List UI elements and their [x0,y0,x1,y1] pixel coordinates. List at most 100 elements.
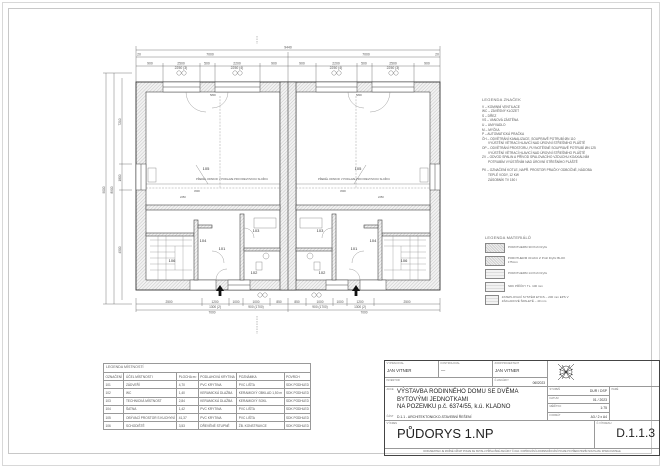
drawing-number: D.1.1.3 [616,426,655,440]
svg-text:5800: 5800 [210,93,216,97]
material-swatch [485,281,505,292]
svg-text:900 (1700): 900 (1700) [312,305,327,309]
material-swatch [485,242,505,253]
svg-text:2250 (3): 2250 (3) [175,66,188,70]
svg-text:2500: 2500 [403,300,410,304]
tb-meritko: MĚŘÍTKO 1:75 [548,404,610,413]
legend-materials-title: LEGENDA MATERIÁLŮ [485,235,532,240]
legend-item: V – KOMINNÍ VENTILACE [482,104,520,109]
svg-text:1000: 1000 [336,300,343,304]
tb-north-arrow-cell [548,361,659,387]
svg-text:900: 900 [271,62,277,66]
left-dimensions [103,72,132,305]
room-104-right: 104 [370,238,377,243]
svg-text:7000: 7000 [360,311,367,315]
room-105-right: 105 [355,166,362,171]
svg-text:1800: 1800 [118,174,122,181]
room-106-left: 106 [169,258,176,263]
material-swatch [485,268,505,279]
svg-text:2200: 2200 [233,62,241,66]
svg-text:1200: 1200 [356,300,363,304]
project-title: VÝSTAVBA RODINNÉHO DOMU SE DVĚMA BYTOVÝM… [397,389,519,411]
svg-text:1000: 1000 [232,300,239,304]
svg-text:2250: 2250 [180,195,186,199]
svg-text:7210: 7210 [118,118,122,125]
svg-text:2500: 2500 [389,62,397,66]
legend-item: M – MYČKA [482,127,500,132]
legend-item: U – UMYVADLO [482,122,506,127]
svg-text:850: 850 [276,300,282,304]
sheet-border-inner [8,8,652,454]
entry-arrow-icon [216,285,360,296]
material-row: ZATEPLOVACÍ SYSTÉM ETICS – 200 mm EPS V … [485,294,575,305]
tb-stupen: STUPEŇ DUR / DSP [548,387,610,396]
svg-text:PŘEDĚL ODSKOK V PODLAZE PRO KR: PŘEDĚL ODSKOK V PODLAZE PRO KREVOVKOU SL… [318,176,390,181]
legend-item: TEPLÉ VODY, 12 KW [488,172,519,177]
tb-drawing-number: Č.VÝKRESU D.1.1.3 [595,421,659,449]
svg-text:900: 900 [147,62,153,66]
legend-materials: LEGENDA MATERIÁLŮ POROTHERM 30 Profi Dry… [485,235,575,308]
title-block: VYPRACOVAL JAN VITNER KONTROLOVAL — ZODP… [384,360,660,456]
legend-item: VS – VANOVÁ ZÁSTĚNA [482,118,519,123]
room-104-left: 104 [200,238,207,243]
room-103-right: 103 [317,228,324,233]
legend-symbols: LEGENDA ZNAČEK V – KOMINNÍ VENTILACE WC … [482,97,596,182]
drawing-name: PŮDORYS 1.NP [397,426,494,441]
room-103-left: 103 [253,228,260,233]
tb-pare: PARÉ [610,387,659,421]
tb-investor: INVESTOR [385,378,493,387]
svg-text:8900: 8900 [110,186,114,193]
north-arrow-icon [557,363,575,381]
legend-item: S – DŘEZ [482,113,497,118]
tb-vypracoval: VYPRACOVAL JAN VITNER [385,361,439,378]
svg-text:4500: 4500 [118,246,122,253]
svg-text:2200: 2200 [332,62,340,66]
interior-right [295,91,431,281]
svg-text:4500: 4500 [340,189,346,193]
svg-text:7000: 7000 [208,311,215,315]
svg-text:20: 20 [435,53,439,57]
svg-text:2500: 2500 [165,300,172,304]
room-106-right: 106 [401,258,408,263]
material-row: POROTHERM 14 Profi Dryfix [485,268,575,279]
svg-text:9000: 9000 [102,186,106,193]
svg-text:1200: 1200 [211,300,218,304]
svg-text:1300 (2): 1300 (2) [209,305,221,309]
svg-text:900: 900 [299,62,305,66]
svg-text:5800: 5800 [356,93,362,97]
tb-vykres: VÝKRES PŮDORYS 1.NP [385,421,595,449]
tb-footer-note: DOKUMENTACI JE MOŽNÉ UŽÍVAT POUZE KE SMY… [385,448,659,455]
svg-text:2250 (4): 2250 (4) [330,66,343,70]
legend-symbols-title: LEGENDA ZNAČEK [482,97,522,102]
svg-text:20: 20 [137,53,141,57]
material-row: POROTHERM 30 Profi Dryfix [485,242,575,253]
svg-text:2500: 2500 [177,62,185,66]
interior-left [145,91,281,281]
legend-item: P – AUTOMATICKÁ PRAČKA [482,132,525,137]
svg-text:9440: 9440 [284,46,292,50]
tb-zakazka: Č.ZAKÁZKY 0602023 [493,378,548,387]
room-101-right: 101 [351,246,358,251]
svg-text:850: 850 [294,300,300,304]
svg-text:4500: 4500 [194,189,200,193]
tb-format: FORMÁT A3 / 2 x A4 [548,412,610,421]
material-row: SDK PŘÍČKY TL. 100 mm [485,281,575,292]
svg-text:1300 (2): 1300 (2) [354,305,366,309]
room-102-left: 102 [251,270,258,275]
svg-text:7000: 7000 [362,53,370,57]
tb-datum: DATUM 01 / 2023 [548,395,610,404]
legend-item: ZV – ODVOD SPALIN A PŘÍVOD SPALOVACÍHO V… [482,155,590,160]
legend-item: ČH – ODVĚTRÁNÍ KANALIZACE, SOUPRAVĚ POTR… [482,136,576,141]
svg-text:2250 (4): 2250 (4) [231,66,244,70]
svg-text:2250 (3): 2250 (3) [387,66,400,70]
room-101-left: 101 [219,246,226,251]
legend-item: OP – ODVĚTRÁNÍ PROSTORU, PLYNOTĚSNÉ SOUP… [482,145,596,150]
svg-text:500: 500 [204,62,210,66]
legend-item: PK – OZNAČENÍ KOTLE, NAPŘ. PROSTOR PRAČK… [482,168,592,173]
